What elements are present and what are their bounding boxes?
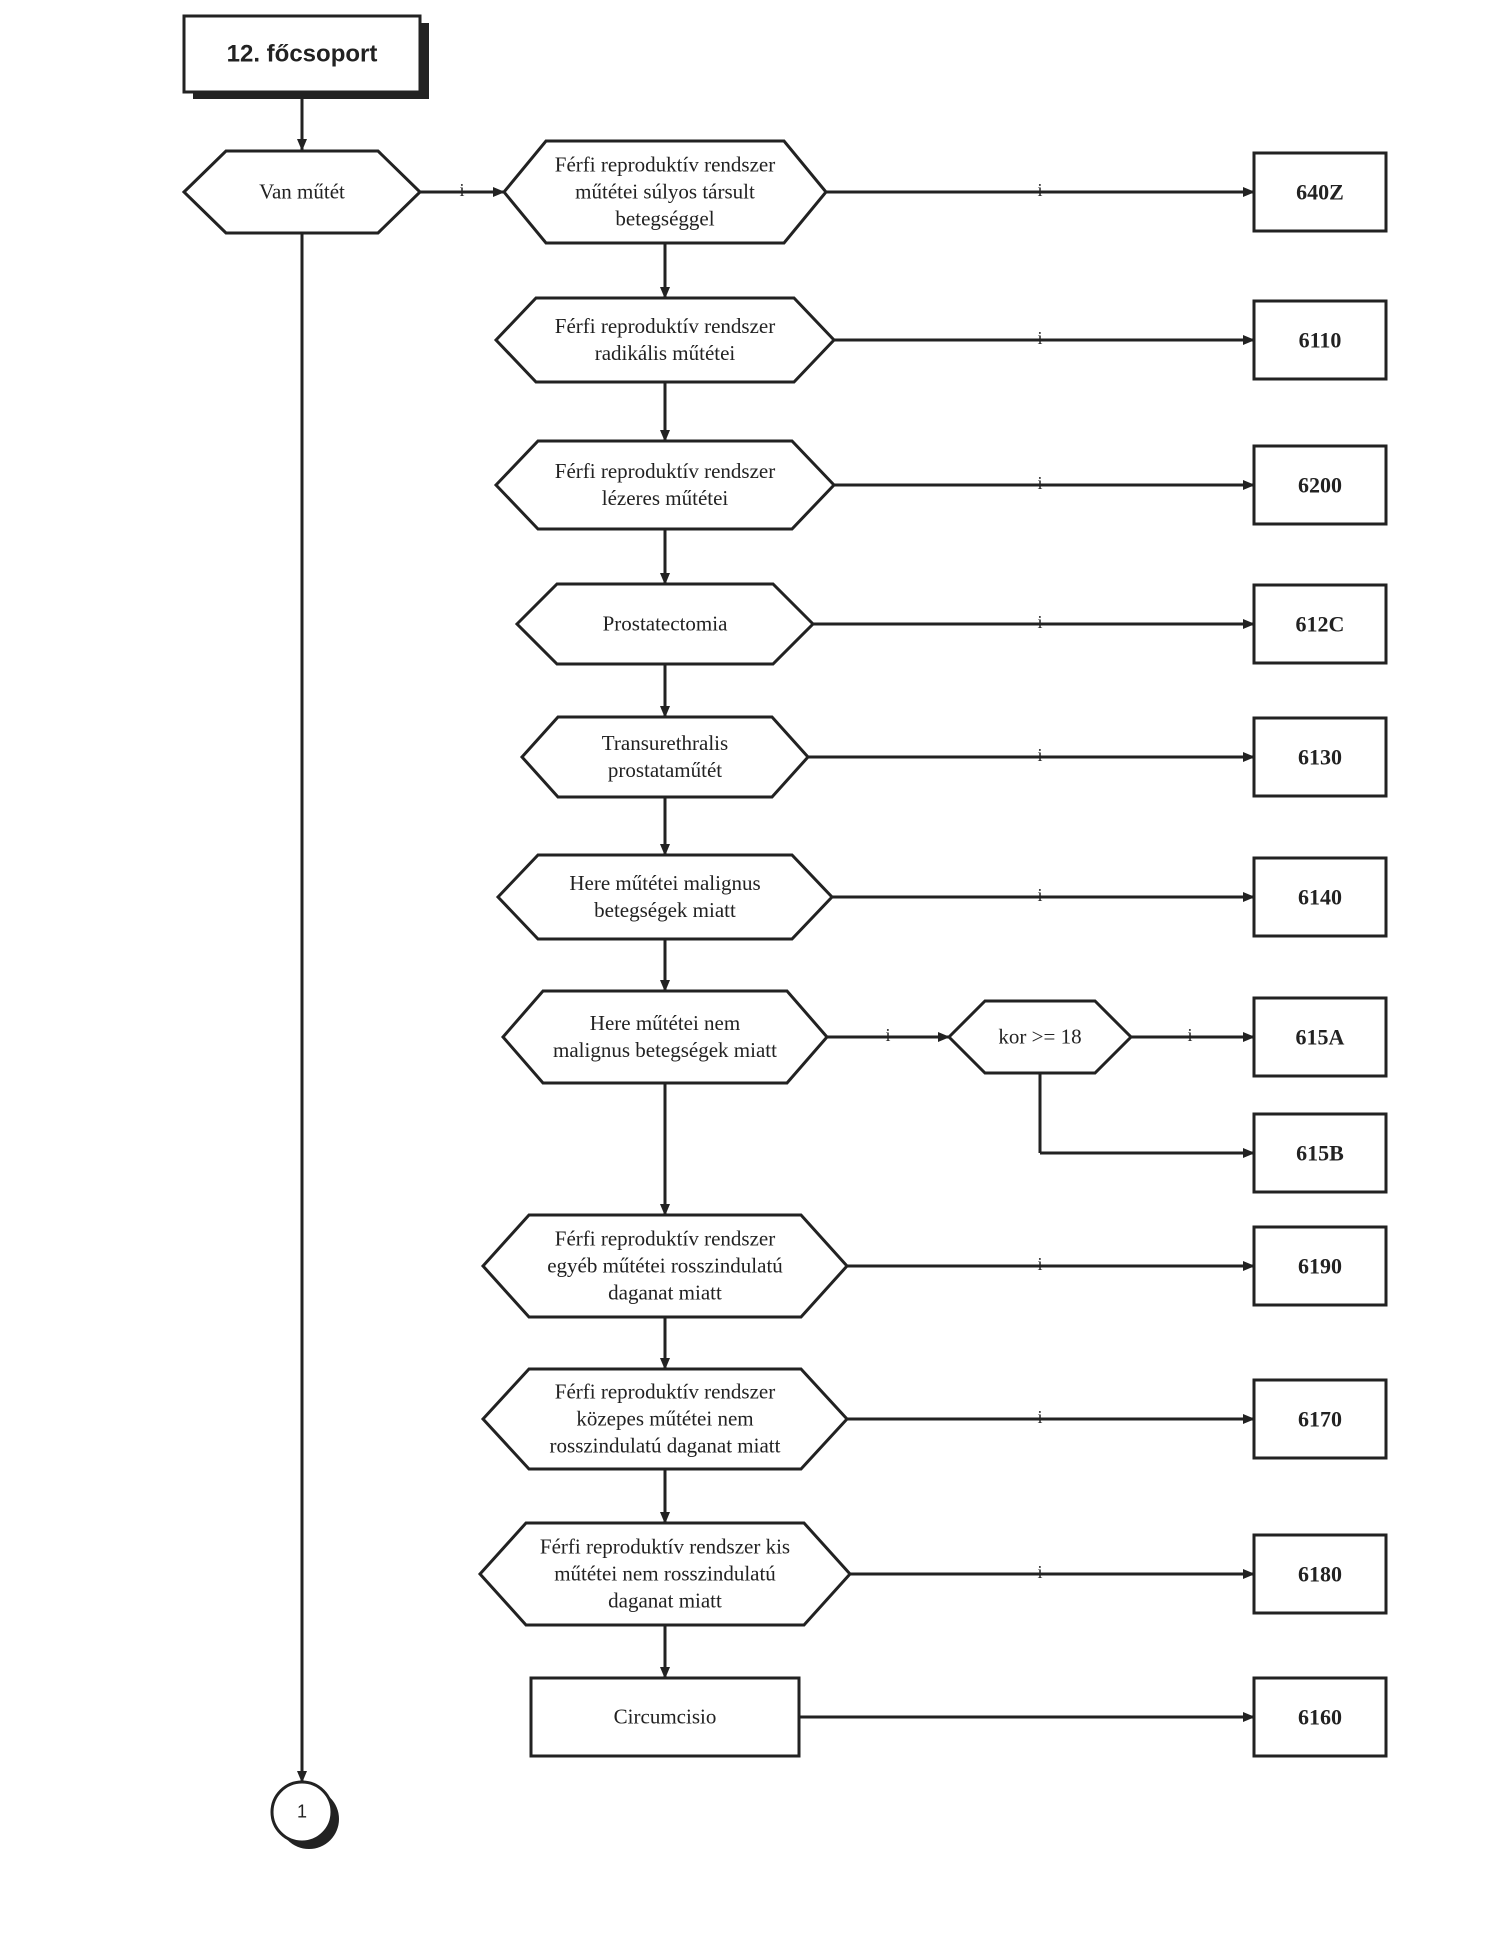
decision-0 [502, 139, 828, 245]
output-640Z [1252, 151, 1388, 233]
decision-9 [477, 1521, 853, 1627]
start-decision [181, 149, 423, 235]
final-box-label: Circumcisio [613, 1704, 717, 1729]
output-6110 [1252, 299, 1388, 381]
age-decision [946, 999, 1134, 1075]
output-6180 [1252, 1533, 1388, 1615]
yes-label: i [1037, 180, 1043, 200]
yes-label: i [1037, 1562, 1043, 1582]
decision-5-label: Here műtétei malignus betegségek miatt [569, 871, 761, 922]
offpage-connector-label: 1 [296, 1801, 308, 1822]
decision-4 [519, 715, 811, 799]
decision-2-label: Férfi reproduktív rendszer lézeres műtét… [554, 459, 776, 510]
yes-label: i [1037, 745, 1043, 765]
decision-6 [501, 989, 829, 1085]
decision-1-label: Férfi reproduktív rendszer radikális műt… [554, 314, 776, 365]
decision-6-label: Here műtétei nem malignus betegségek mia… [553, 1011, 777, 1062]
decision-7-label: Férfi reproduktív rendszer egyéb műtétei… [547, 1226, 783, 1305]
decision-9-label: Férfi reproduktív rendszer kis műtétei n… [539, 1534, 791, 1613]
output-6200-label: 6200 [1298, 472, 1342, 498]
yes-label: i [1187, 1025, 1193, 1045]
output-6170-label: 6170 [1298, 1406, 1342, 1432]
output-6200 [1252, 444, 1388, 526]
decision-0-label: Férfi reproduktív rendszer műtétei súlyo… [554, 152, 776, 231]
output-615B-label: 615B [1296, 1140, 1344, 1166]
decision-2 [493, 439, 837, 531]
output-6190-label: 6190 [1298, 1253, 1342, 1279]
final-box [529, 1676, 801, 1758]
output-615A-label: 615A [1295, 1024, 1345, 1050]
decision-8-label: Férfi reproduktív rendszer közepes műtét… [549, 1379, 781, 1458]
yes-label: i [1037, 612, 1043, 632]
yes-label: i [1037, 473, 1043, 493]
output-640Z-label: 640Z [1296, 179, 1344, 205]
yes-label: i [1037, 328, 1043, 348]
header-title: 12. főcsoport [226, 40, 378, 68]
output-6110-label: 6110 [1298, 327, 1342, 353]
decision-8 [480, 1367, 850, 1471]
start-decision-label: Van műtét [259, 179, 345, 204]
yes-label: i [459, 180, 465, 200]
decision-7 [480, 1213, 850, 1319]
age-decision-label: kor >= 18 [998, 1024, 1082, 1049]
offpage-connector [270, 1780, 334, 1844]
output-6160-label: 6160 [1298, 1704, 1342, 1730]
output-6130-label: 6130 [1298, 744, 1342, 770]
connector-lines [297, 92, 1255, 1783]
output-6170 [1252, 1378, 1388, 1460]
output-612C [1252, 583, 1388, 665]
yes-label: i [1037, 1254, 1043, 1274]
decision-5 [495, 853, 835, 941]
decision-3-label: Prostatectomia [602, 611, 728, 636]
yes-label: i [1037, 1407, 1043, 1427]
output-612C-label: 612C [1295, 611, 1345, 637]
output-615A [1252, 996, 1388, 1078]
decision-4-label: Transurethralis prostataműtét [601, 731, 729, 782]
header-box [182, 14, 422, 94]
output-6140 [1252, 856, 1388, 938]
yes-label: i [885, 1025, 891, 1045]
node-shapes [181, 14, 1388, 1849]
decision-1 [493, 296, 837, 384]
output-6130 [1252, 716, 1388, 798]
decision-3 [514, 582, 816, 666]
output-6190 [1252, 1225, 1388, 1307]
output-6140-label: 6140 [1298, 884, 1342, 910]
output-6160 [1252, 1676, 1388, 1758]
yes-label: i [1037, 885, 1043, 905]
output-6180-label: 6180 [1298, 1561, 1342, 1587]
output-615B [1252, 1112, 1388, 1194]
